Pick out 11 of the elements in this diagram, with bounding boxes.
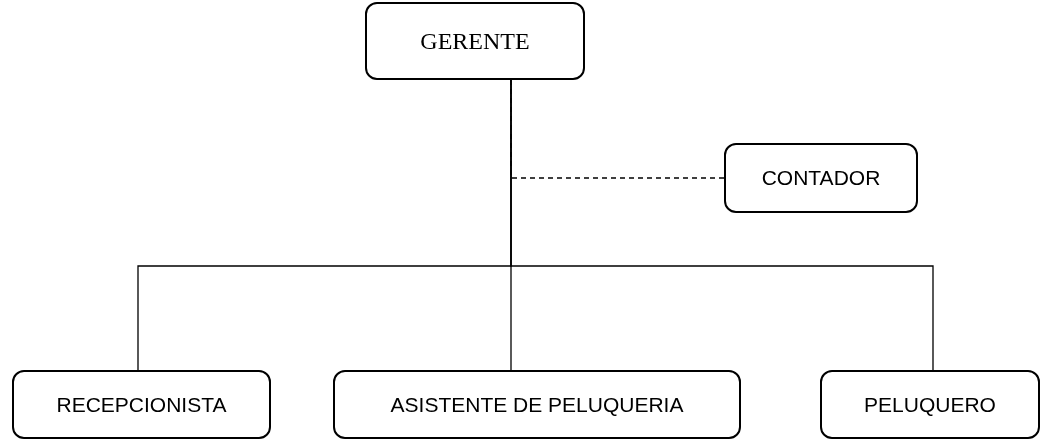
role-box — [333, 370, 741, 439]
role-title: GERENTE — [420, 27, 530, 55]
role-box — [365, 2, 585, 80]
role-box — [724, 143, 918, 213]
role-box — [820, 370, 1040, 439]
connector-line — [510, 79, 934, 371]
role-title: CONTADOR — [761, 166, 881, 190]
role-title: PELUQUERO — [864, 392, 996, 417]
role-title: RECEPCIONISTA — [56, 392, 227, 417]
role-box — [12, 370, 271, 439]
role-title: ASISTENTE DE PELUQUERIA — [390, 392, 684, 417]
